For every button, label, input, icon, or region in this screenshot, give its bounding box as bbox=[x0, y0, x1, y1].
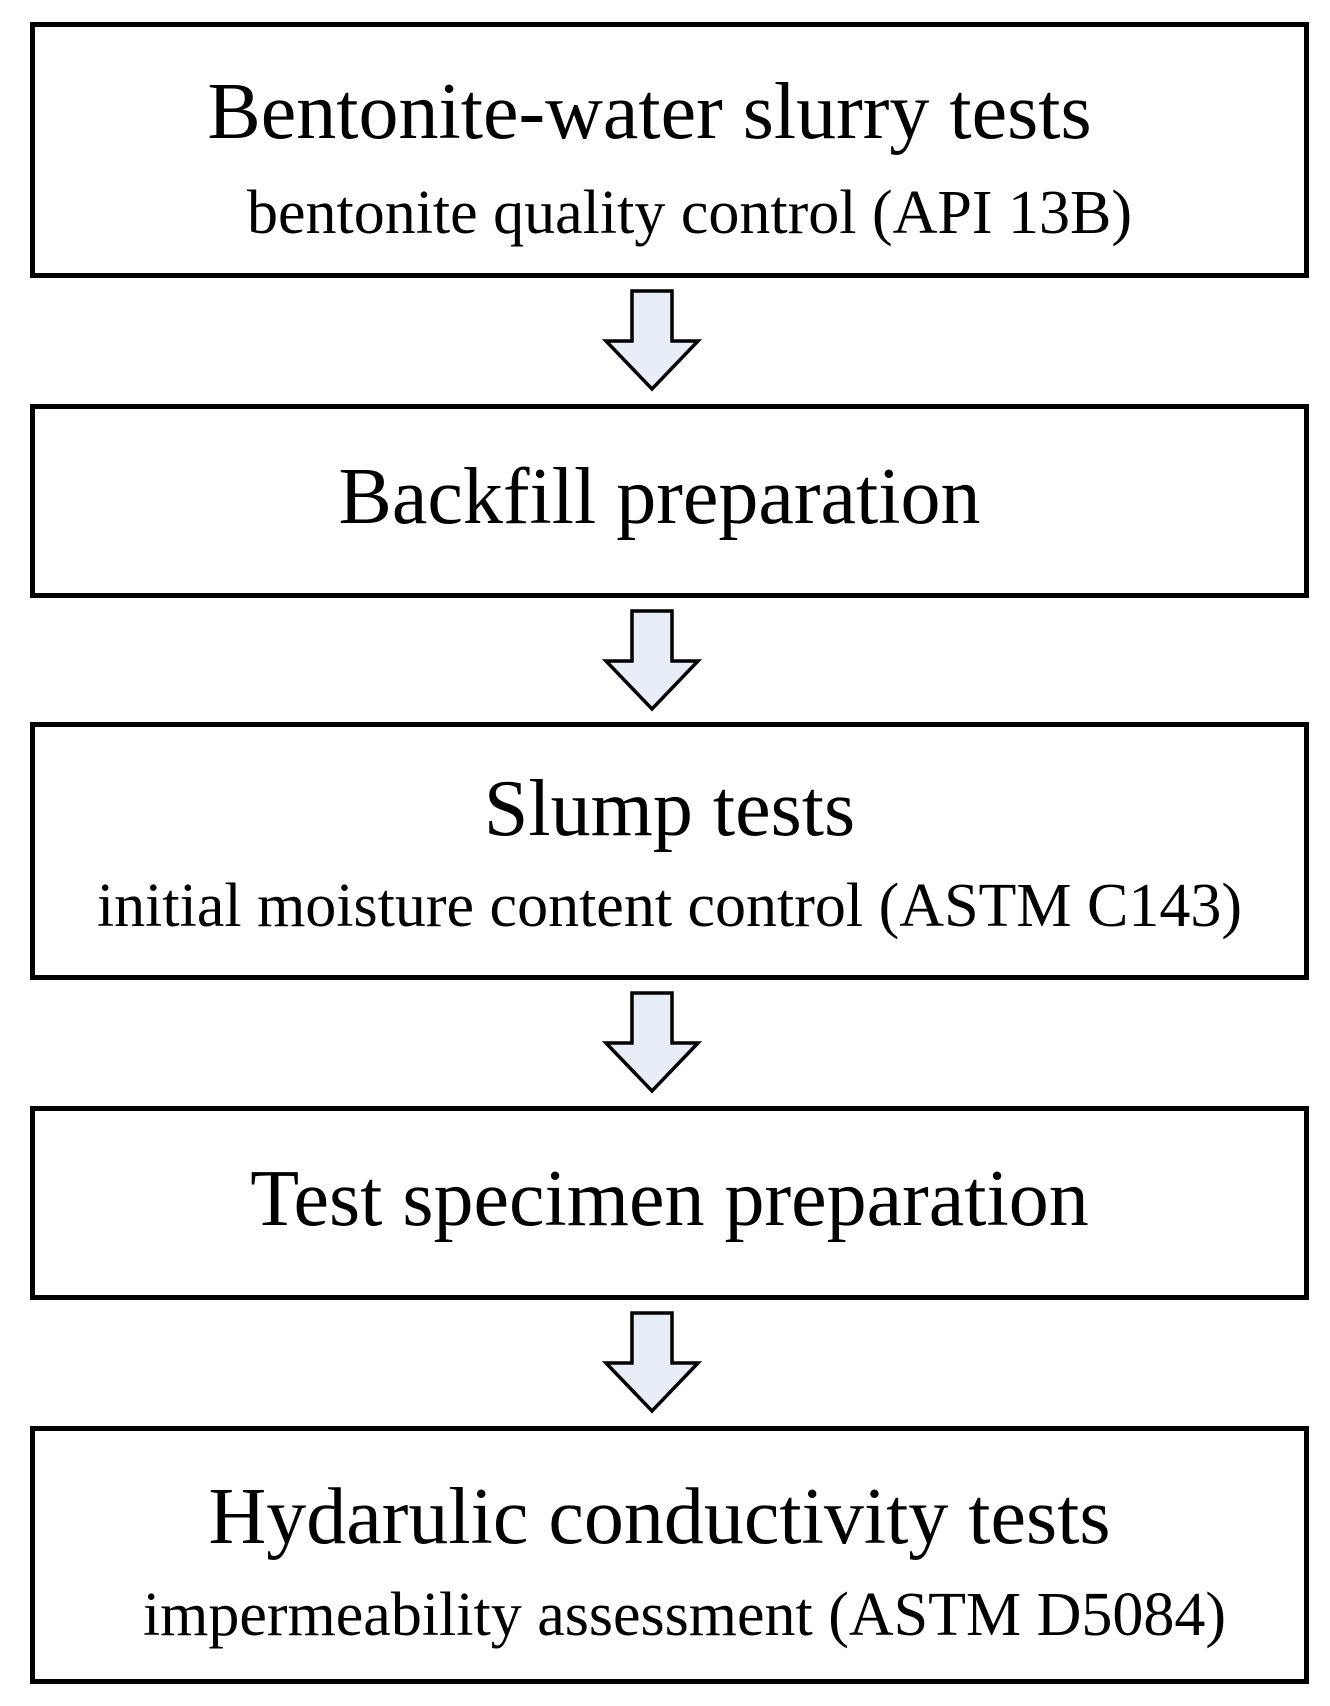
step-box-slump-tests: Slump tests initial moisture content con… bbox=[30, 722, 1309, 980]
step-box-specimen-preparation: Test specimen preparation bbox=[30, 1106, 1309, 1300]
down-arrow-icon bbox=[602, 991, 702, 1094]
step-subtitle: initial moisture content control (ASTM C… bbox=[96, 872, 1243, 940]
step-box-backfill-preparation: Backfill preparation bbox=[30, 404, 1309, 598]
step-title: Backfill preparation bbox=[338, 453, 981, 541]
step-title: Bentonite-water slurry tests bbox=[207, 68, 1092, 156]
down-arrow-icon bbox=[602, 1311, 702, 1414]
step-title: Slump tests bbox=[483, 765, 856, 853]
step-subtitle: bentonite quality control (API 13B) bbox=[246, 179, 1133, 247]
step-subtitle: impermeability assessment (ASTM D5084) bbox=[142, 1581, 1227, 1649]
step-box-slurry-tests: Bentonite-water slurry tests bentonite q… bbox=[30, 22, 1309, 278]
step-box-hydraulic-conductivity-tests: Hydarulic conductivity tests impermeabil… bbox=[30, 1426, 1309, 1684]
step-title: Hydarulic conductivity tests bbox=[208, 1473, 1111, 1561]
down-arrow-icon bbox=[602, 609, 702, 712]
down-arrow-icon bbox=[602, 289, 702, 392]
step-title: Test specimen preparation bbox=[250, 1155, 1089, 1243]
